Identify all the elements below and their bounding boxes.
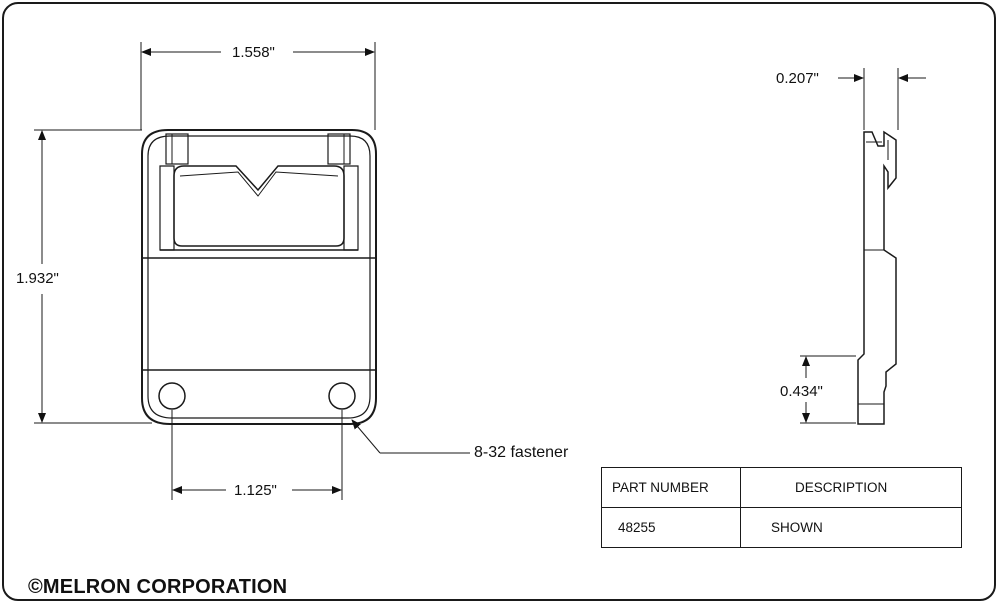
- parts-table: PART NUMBER DESCRIPTION 48255 SHOWN: [601, 467, 962, 548]
- table-header-row: PART NUMBER DESCRIPTION: [601, 467, 962, 508]
- front-dimensions: [34, 42, 470, 500]
- fastener-callout-label: 8-32 fastener: [474, 444, 569, 461]
- thickness-dimension-label: 0.207": [776, 70, 819, 87]
- cell-part-number: 48255: [601, 507, 741, 548]
- cell-description: SHOWN: [740, 507, 962, 548]
- header-part-number: PART NUMBER: [601, 467, 741, 508]
- side-offset-dimension-label: 0.434": [780, 383, 823, 400]
- table-row: 48255 SHOWN: [601, 507, 962, 548]
- fastener-hole-left: [158, 382, 186, 410]
- front-view: [141, 129, 377, 425]
- height-dimension-label: 1.932": [16, 270, 59, 287]
- header-description: DESCRIPTION: [740, 467, 962, 508]
- fastener-hole-right: [328, 382, 356, 410]
- hole-spacing-dimension-label: 1.125": [234, 482, 277, 499]
- side-view: [857, 130, 897, 425]
- copyright-footer: ©MELRON CORPORATION: [28, 576, 288, 598]
- width-dimension-label: 1.558": [232, 44, 275, 61]
- side-dimensions: [800, 68, 926, 424]
